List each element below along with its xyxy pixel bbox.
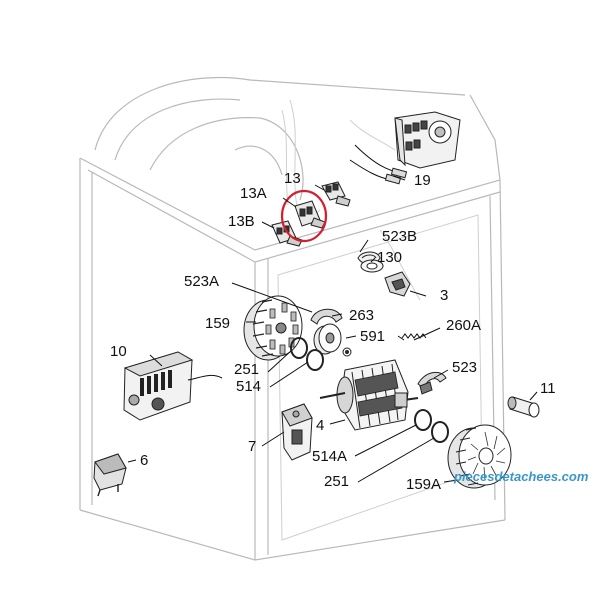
- label-514: 514: [236, 378, 261, 395]
- label-523B: 523B: [382, 228, 417, 245]
- washer-591: [342, 347, 352, 357]
- ring-130: [360, 259, 384, 273]
- label-13B: 13B: [228, 213, 255, 230]
- label-11: 11: [540, 380, 556, 397]
- bracket-523A: [310, 308, 343, 325]
- label-159: 159: [205, 315, 230, 332]
- leader-lines: [127, 175, 538, 483]
- connector-13: [321, 181, 351, 207]
- watermark: piecesdetachees.com: [453, 469, 589, 484]
- label-523A: 523A: [184, 273, 219, 290]
- blower-wheel-159A: [447, 424, 512, 489]
- ring-251-upper: [290, 337, 308, 359]
- label-591: 591: [360, 328, 385, 345]
- ring-514A: [414, 409, 432, 431]
- callout-labels: 13 13A 13B 19 523B 130 3 523A 263 591 15…: [110, 170, 556, 493]
- label-251-lower: 251: [324, 473, 349, 490]
- ring-251-lower: [431, 421, 449, 443]
- capacitor-11: [507, 396, 540, 418]
- label-10: 10: [110, 343, 127, 360]
- part-6: [93, 453, 127, 497]
- label-130: 130: [377, 249, 402, 266]
- label-263: 263: [349, 307, 374, 324]
- label-159A: 159A: [406, 476, 441, 493]
- control-module-10: [123, 351, 223, 421]
- label-260A: 260A: [446, 317, 481, 334]
- label-13A: 13A: [240, 185, 267, 202]
- connector-13A: [294, 200, 326, 229]
- spring-260A: [397, 333, 427, 341]
- label-4: 4: [316, 417, 324, 434]
- bracket-523: [417, 371, 447, 395]
- label-251-upper: 251: [234, 361, 259, 378]
- label-6: 6: [140, 452, 148, 469]
- highlight-circle: [280, 189, 328, 243]
- ring-514-upper: [306, 349, 324, 371]
- label-3: 3: [440, 287, 448, 304]
- label-7: 7: [248, 438, 256, 455]
- blower-wheel-159: [243, 295, 303, 361]
- label-19: 19: [414, 172, 431, 189]
- motor-4: [319, 359, 419, 431]
- connector-13B: [271, 220, 303, 247]
- label-514A: 514A: [312, 448, 347, 465]
- label-523: 523: [452, 359, 477, 376]
- switch-7: [281, 403, 313, 461]
- label-13: 13: [284, 170, 301, 187]
- bracket-3: [384, 271, 411, 297]
- pulley-263: [313, 323, 342, 355]
- timer-control-unit: [349, 111, 461, 185]
